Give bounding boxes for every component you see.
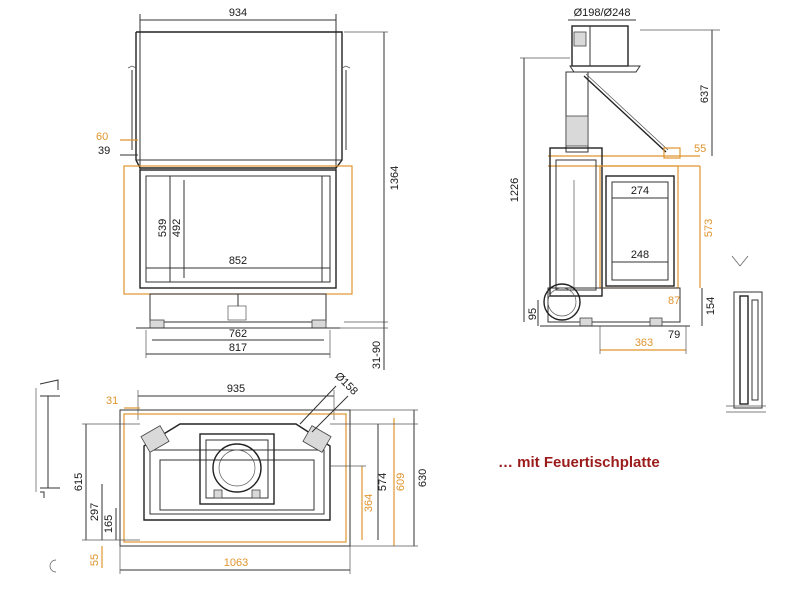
dim-573: 573 bbox=[703, 219, 715, 237]
side-view: Ø198/Ø248 637 1226 55 bbox=[509, 7, 720, 354]
dim-diameter: Ø198/Ø248 bbox=[574, 7, 631, 19]
dim-539: 539 bbox=[157, 219, 169, 237]
dim-55-top: 55 bbox=[89, 554, 101, 566]
dim-492: 492 bbox=[171, 219, 183, 237]
dim-31-90: 31-90 bbox=[371, 341, 383, 369]
dim-363: 363 bbox=[635, 337, 653, 349]
dim-39: 39 bbox=[98, 145, 110, 157]
dim-762: 762 bbox=[229, 328, 247, 340]
dim-609: 609 bbox=[395, 473, 407, 491]
dim-79: 79 bbox=[668, 329, 680, 341]
dim-615: 615 bbox=[73, 473, 85, 491]
dim-87: 87 bbox=[668, 295, 680, 307]
dim-248: 248 bbox=[631, 249, 649, 261]
dim-274: 274 bbox=[631, 185, 649, 197]
dim-852: 852 bbox=[229, 255, 247, 267]
dim-60: 60 bbox=[96, 131, 108, 143]
edge-detail bbox=[726, 255, 766, 413]
dim-154: 154 bbox=[705, 297, 717, 315]
dim-574: 574 bbox=[377, 473, 389, 491]
dim-31: 31 bbox=[106, 395, 118, 407]
dim-935: 935 bbox=[227, 383, 245, 395]
dim-934: 934 bbox=[229, 7, 247, 19]
dim-364: 364 bbox=[363, 494, 375, 512]
dim-630: 630 bbox=[417, 469, 429, 487]
dim-817: 817 bbox=[229, 342, 247, 354]
dim-637: 637 bbox=[699, 85, 711, 103]
dim-1226: 1226 bbox=[509, 178, 521, 202]
dim-55-side: 55 bbox=[694, 143, 706, 155]
dim-165: 165 bbox=[103, 515, 115, 533]
dim-95: 95 bbox=[527, 308, 539, 320]
caption-feuertischplatte: … mit Feuertischplatte bbox=[498, 454, 660, 471]
top-view: 935 31 Ø158 615 297 165 bbox=[35, 370, 429, 574]
dim-297: 297 bbox=[89, 503, 101, 521]
front-view: 934 60 39 539 492 852 bbox=[96, 7, 401, 370]
dim-d158: Ø158 bbox=[332, 370, 360, 398]
dim-1364: 1364 bbox=[389, 166, 401, 190]
dim-1063: 1063 bbox=[224, 557, 248, 569]
